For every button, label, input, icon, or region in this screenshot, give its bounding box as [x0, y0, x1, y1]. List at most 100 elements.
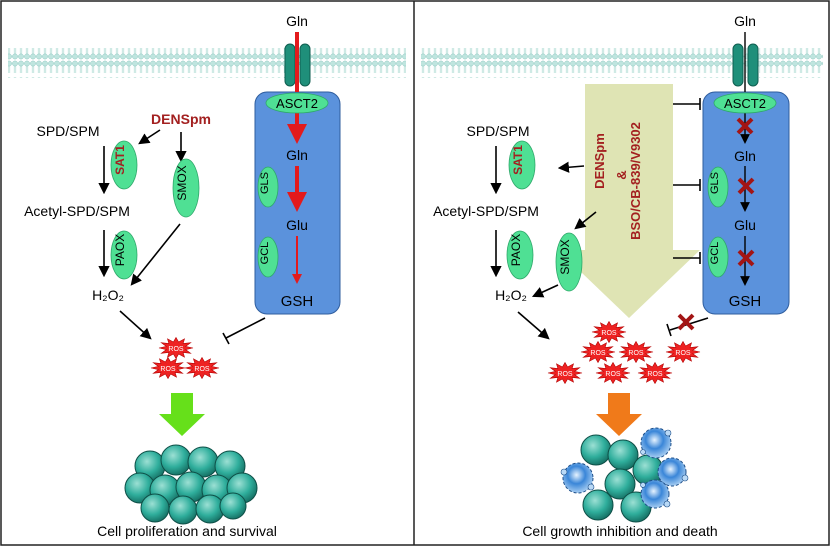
asct2-channel-icon: [284, 43, 311, 87]
ros-label: ROS: [168, 346, 184, 353]
gsh-inhibition-bar: [666, 323, 672, 337]
ros-burst: ROS: [595, 361, 631, 385]
gln-inner-label: Gln: [286, 147, 308, 163]
healthy-cell-cluster: [124, 444, 258, 525]
ros-burst: ROS: [591, 320, 627, 344]
asct2-label: ASCT2: [724, 96, 766, 111]
acetyl-spd-spm-label: Acetyl-SPD/SPM: [24, 203, 130, 219]
blocked-x-icon: [737, 249, 755, 267]
acetyl-spd-spm-label: Acetyl-SPD/SPM: [433, 203, 539, 219]
cell-icon: [195, 494, 225, 524]
proliferation-arrow: [159, 393, 205, 436]
paox-label: PAOX: [509, 234, 523, 266]
gln-outside-label: Gln: [286, 13, 308, 29]
smox-label: SMOX: [558, 239, 572, 274]
blocked-x-icon: [736, 117, 754, 135]
ros-burst: ROS: [637, 361, 673, 385]
ros-label: ROS: [647, 371, 663, 378]
ros-burst: ROS: [665, 340, 701, 364]
ros-burst: ROS: [158, 336, 194, 360]
gls-enzyme: [257, 166, 279, 208]
densp-to-sat1-arrow: [138, 129, 161, 145]
smox-label: SMOX: [175, 165, 189, 200]
gcl-label: GCL: [259, 242, 271, 265]
h2o2-label: H₂O₂: [92, 287, 124, 303]
cell-icon: [604, 468, 636, 500]
gcl-enzyme: [257, 236, 279, 278]
gls-label: GLS: [259, 172, 271, 194]
gls-enzyme: [707, 166, 729, 208]
smox-to-h2o2-arrow: [531, 284, 559, 298]
cell-icon: [160, 444, 192, 476]
sat1-label: SAT1: [113, 145, 127, 175]
ros-burst: ROS: [547, 361, 583, 385]
blocked-x-icon: [677, 313, 695, 331]
gsh-inhibition-bar: [222, 332, 230, 345]
ros-cluster: ROS ROS ROS: [150, 336, 220, 380]
gls-label: GLS: [709, 172, 721, 194]
cell-icon: [582, 489, 614, 521]
drug-to-sat1-arrow: [557, 161, 585, 173]
left-panel: Gln ASCT2 Gln GLS Glu GCL GSH DENSpm SPD…: [8, 13, 406, 539]
gcl-enzyme: [707, 236, 729, 278]
right-panel: Gln DENSpm & BSO/CB-839/V9302 ASCT2 Gln …: [421, 13, 823, 539]
smox-enzyme: [172, 158, 200, 218]
ros-burst: ROS: [618, 340, 654, 364]
blocked-x-icon: [737, 177, 755, 195]
h2o2-label: H₂O₂: [495, 287, 527, 303]
left-caption: Cell proliferation and survival: [97, 523, 277, 539]
smox-enzyme: [555, 232, 583, 292]
apoptotic-cell-icon: [657, 457, 689, 487]
inhibitor-combo-label: BSO/CB-839/V9302: [628, 122, 643, 240]
h2o2-to-ros-arrow: [517, 311, 550, 340]
drug-to-smox-arrow: [574, 211, 597, 230]
ros-label: ROS: [194, 366, 210, 373]
ros-burst: ROS: [150, 356, 186, 380]
apoptotic-cell-icon: [640, 427, 672, 459]
densp-drug-label: DENSpm: [592, 133, 607, 189]
smox-to-h2o2-arrow: [130, 223, 181, 286]
sat1-enzyme: [508, 140, 536, 190]
gln-outside-label: Gln: [734, 13, 756, 29]
asct2-channel-icon: [732, 43, 759, 87]
combination-treatment-arrow: [558, 84, 700, 318]
gsh-label: GSH: [729, 293, 762, 310]
asct2-label: ASCT2: [276, 96, 318, 111]
gln-inner-label: Gln: [734, 148, 756, 164]
death-arrow: [596, 393, 642, 436]
ros-burst: ROS: [184, 356, 220, 380]
ros-cluster: ROS ROS ROS ROS ROS ROS: [547, 320, 701, 385]
right-caption: Cell growth inhibition and death: [522, 523, 717, 539]
spd-spm-label: SPD/SPM: [36, 123, 99, 139]
cell-icon: [168, 495, 198, 525]
asct2-enzyme: [265, 92, 329, 114]
cell-icon: [219, 492, 247, 520]
gsh-label: GSH: [281, 293, 314, 310]
apoptotic-cell-icon: [640, 479, 671, 509]
h2o2-to-ros-arrow: [119, 310, 152, 340]
paox-label: PAOX: [113, 234, 127, 266]
glu-label: Glu: [286, 217, 308, 233]
paox-enzyme: [110, 230, 138, 280]
sat1-label: SAT1: [511, 145, 525, 175]
paox-enzyme: [506, 230, 534, 280]
ros-label: ROS: [557, 371, 573, 378]
cell-icon: [580, 434, 612, 466]
ros-label: ROS: [605, 371, 621, 378]
gsh-inhibits-ros: [225, 317, 266, 339]
ampersand-label: &: [614, 170, 629, 179]
ros-label: ROS: [590, 350, 606, 357]
dying-cell-cluster: [560, 427, 689, 523]
glu-label: Glu: [734, 217, 756, 233]
sat1-enzyme: [110, 140, 138, 190]
ros-label: ROS: [628, 350, 644, 357]
ros-label: ROS: [601, 330, 617, 337]
ros-label: ROS: [675, 350, 691, 357]
cell-icon: [140, 493, 170, 523]
ros-burst: ROS: [580, 340, 616, 364]
asct2-enzyme: [713, 92, 777, 114]
apoptotic-cell-icon: [560, 462, 595, 494]
spd-spm-label: SPD/SPM: [466, 123, 529, 139]
ros-label: ROS: [160, 366, 176, 373]
